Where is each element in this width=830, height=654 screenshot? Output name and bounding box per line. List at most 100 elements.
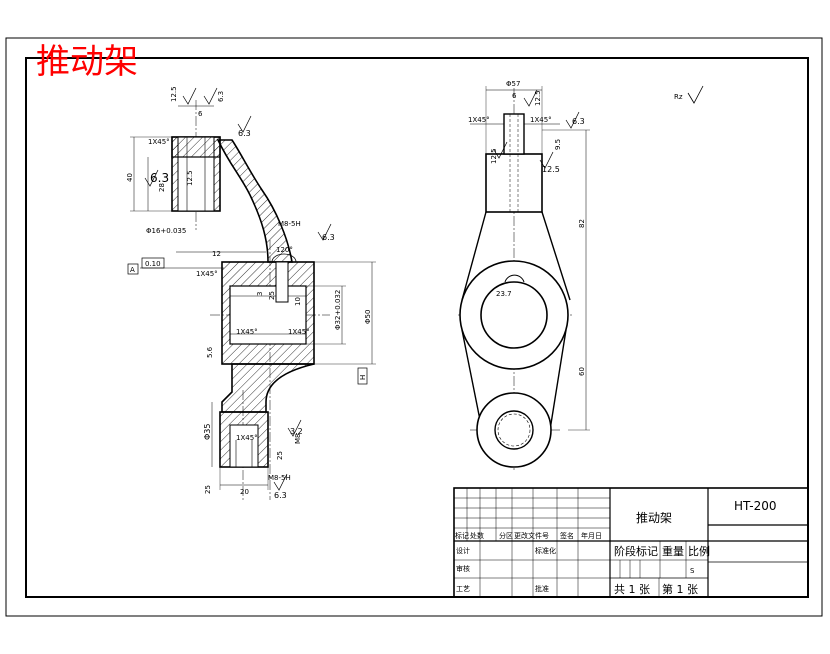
- bottom-bore: [229, 424, 259, 468]
- tb-scale: 比例: [688, 544, 710, 558]
- datum-label: A: [130, 266, 135, 274]
- side-top-neck: [503, 113, 525, 155]
- side-lower-bore: [494, 410, 534, 450]
- side-dim-82-label: 82: [578, 219, 586, 228]
- outer-border: [5, 37, 823, 617]
- roughness-icon: [539, 151, 554, 169]
- side-thread-circle: [497, 413, 531, 447]
- side-dim-57-label: Φ57: [506, 80, 520, 88]
- dim-6-label: 6: [198, 110, 203, 118]
- tb-weight: 重量: [662, 544, 684, 558]
- roughness-label: 6.3: [572, 117, 585, 126]
- dim-32-label: Φ32+0.032: [334, 290, 342, 330]
- tolerance-frame: [141, 257, 165, 269]
- side-dim-9-5-label: 9.5: [554, 139, 562, 150]
- dim-16-label: Φ16+0.035: [146, 227, 186, 235]
- front-view: 12.5 6.3 6 6.3 1X45° 40 6.3 28 12.5 Φ16+…: [126, 86, 376, 500]
- tb-col-count: 处数: [470, 531, 484, 540]
- tb-col-date: 年月日: [581, 531, 602, 540]
- roughness-icon: [523, 89, 538, 107]
- thread-bottom-label: M8-5H: [268, 474, 291, 482]
- tb-col-sign: 签名: [560, 531, 574, 540]
- dim-10-label: 10: [294, 297, 302, 306]
- side-r-label: 23.7: [496, 290, 512, 298]
- side-oil-hole: [504, 274, 525, 283]
- tb-col-mark: 标记: [455, 531, 469, 540]
- side-view: Φ57 6 12.5 1X45° 1X45° 6.3 12.5 9.5 12.5…: [458, 80, 590, 470]
- roughness-icon: [493, 141, 508, 159]
- side-chamfer-label: 1X45°: [468, 116, 490, 124]
- thread-label: M8-5H: [278, 220, 301, 228]
- tb-sheet-no: 第 1 张: [662, 582, 698, 596]
- title-overlay: 推动架: [36, 42, 138, 82]
- roughness-icon: [237, 115, 252, 133]
- dim-20-label: 20: [240, 488, 249, 496]
- roughness-label: 6.3: [217, 91, 225, 102]
- title-block: 推动架 HT-200 标记 处数 分区 更改文件号 签名 年月日 设计 审核 工…: [453, 487, 809, 598]
- tb-approve: 批准: [535, 584, 549, 593]
- datum-h-label: H: [359, 375, 367, 380]
- roughness-label: 6.3: [238, 129, 251, 138]
- roughness-icon: [287, 419, 302, 437]
- tb-row-process: 工艺: [456, 585, 470, 593]
- curved-arm: [216, 139, 293, 263]
- datum-h-box: [357, 367, 368, 385]
- side-main-bore: [480, 281, 548, 349]
- roughness-label: 12.5: [170, 86, 178, 102]
- tb-col-zone: 分区: [499, 531, 513, 540]
- lower-stem: [221, 363, 315, 413]
- title-block-frame: [453, 487, 809, 598]
- dim-5-6-label: 5.6: [206, 346, 214, 358]
- dim-28-label: 28: [158, 183, 166, 192]
- roughness-icon: [565, 111, 580, 129]
- side-chamfer2-label: 1X45°: [530, 116, 552, 124]
- tb-stage: 阶段标记: [614, 544, 658, 558]
- oil-hole: [275, 261, 289, 303]
- top-flange: [171, 136, 221, 158]
- roughness-icon: [203, 87, 218, 105]
- tb-row-design: 设计: [456, 546, 470, 555]
- hub-bore: [229, 285, 307, 345]
- tb-row-check: 审核: [456, 564, 470, 573]
- roughness-general-label: Rz: [674, 93, 683, 101]
- roughness-label: 12.5: [534, 90, 542, 106]
- dim-40-label: 40: [126, 173, 134, 182]
- dim-25-label: 25: [268, 291, 276, 300]
- dim-35-label: Φ35: [203, 424, 212, 440]
- side-dim-6-label: 6: [512, 92, 517, 100]
- side-arm-upper: [461, 211, 571, 301]
- datum-box: [127, 263, 139, 275]
- tb-part-name: 推动架: [636, 511, 672, 525]
- tb-sheet-total: 共 1 张: [614, 583, 650, 596]
- dim-m8-label: M8: [294, 434, 302, 445]
- roughness-label: 3.2: [290, 427, 303, 436]
- tb-material: HT-200: [734, 499, 777, 513]
- general-roughness: Rz: [674, 85, 704, 104]
- hole-arc: [271, 253, 297, 263]
- tolerance-label: 0.10: [145, 260, 161, 268]
- roughness-icon: [317, 223, 332, 241]
- tb-stage-mark: S: [690, 567, 695, 575]
- side-dim-60-label: 60: [578, 367, 586, 376]
- roughness-check-icon: [687, 85, 704, 104]
- dim-50-label: Φ50: [364, 310, 372, 324]
- angle-label: 120°: [276, 246, 293, 254]
- roughness-icon: [144, 169, 159, 187]
- roughness-label: 6.3: [274, 491, 287, 500]
- hole-3-label: 3: [256, 292, 264, 296]
- roughness-label: 6.3: [322, 233, 335, 242]
- inner-border: [25, 57, 809, 598]
- roughness-label: 12.5: [186, 170, 194, 186]
- roughness-label: 12.5: [542, 165, 560, 174]
- side-arm-lower: [461, 329, 567, 431]
- roughness-icon: [182, 87, 197, 105]
- roughness-icon: [273, 473, 288, 491]
- dim-12-label: 12: [212, 250, 221, 258]
- chamfer-mid-label: 1X45°: [196, 270, 218, 278]
- chamfer-inner-label: 1X45°: [236, 328, 258, 336]
- dim-25b-label: 25: [276, 451, 284, 460]
- chamfer-bottom-label: 1X45°: [236, 434, 258, 442]
- chamfer-inner2-label: 1X45°: [288, 328, 310, 336]
